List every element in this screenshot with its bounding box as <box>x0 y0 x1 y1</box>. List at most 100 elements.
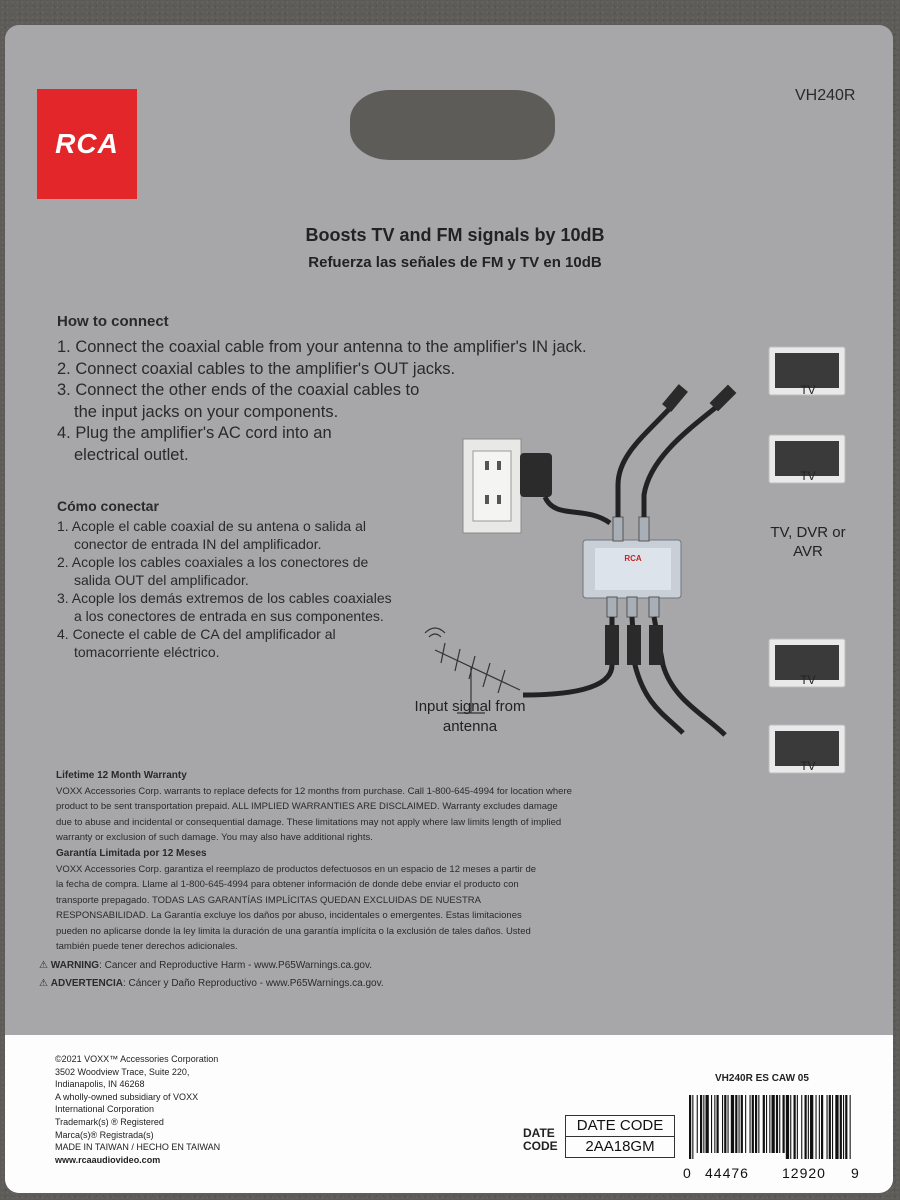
wall-outlet-icon <box>462 438 522 534</box>
warning-es-label: ADVERTENCIA <box>50 978 123 989</box>
barcode-bar <box>815 1095 817 1159</box>
barcode-bar <box>727 1095 729 1153</box>
bottom-coax-cables <box>522 616 727 737</box>
paso-2: 2. Acople los cables coaxiales a los con… <box>57 554 369 588</box>
warranty-en-text: VOXX Accessories Corp. warrants to repla… <box>56 785 572 844</box>
upc-left-digits: 44476 <box>705 1165 749 1181</box>
tv-icon-3 <box>768 638 846 688</box>
barcode-bar <box>700 1095 703 1153</box>
barcode-bar <box>807 1095 809 1159</box>
tv-icon-4 <box>768 724 846 774</box>
upc-barcode <box>689 1095 851 1159</box>
barcode-bar <box>775 1095 779 1153</box>
barcode-bar <box>696 1095 698 1153</box>
subsidiary-line-1: A wholly-owned subsidiary of VOXX <box>55 1091 199 1102</box>
barcode-bar <box>818 1095 820 1159</box>
warning-en: ⚠ WARNING: Cancer and Reproductive Harm … <box>39 960 372 971</box>
barcode-bar <box>714 1095 716 1153</box>
tv-icon-1 <box>768 346 846 396</box>
step-3: 3. Connect the other ends of the coaxial… <box>57 381 420 421</box>
barcode-bar <box>740 1095 743 1153</box>
barcode-bar <box>843 1095 845 1159</box>
warranty-es-text: VOXX Accessories Corp. garantiza el reem… <box>56 863 537 953</box>
barcode-bar <box>689 1095 692 1159</box>
amplifier-brand: RCA <box>624 554 642 563</box>
model-number: VH240R <box>795 87 856 104</box>
date-code-title: DATE CODE <box>576 1117 664 1134</box>
how-to-connect-title: How to connect <box>57 313 169 330</box>
warranty-en-title: Lifetime 12 Month Warranty <box>56 770 187 781</box>
headline-en: Boosts TV and FM signals by 10dB <box>305 225 605 245</box>
warning-triangle-icon: ⚠ <box>39 960 48 971</box>
barcode-bar <box>711 1095 713 1153</box>
address-line-2: Indianapolis, IN 46268 <box>55 1079 145 1090</box>
tv-label-3: TV <box>800 673 816 687</box>
footer-panel: ©2021 VOXX™ Accessories Corporation 3502… <box>5 1035 893 1193</box>
how-to-connect-steps: 1. Connect the coaxial cable from your a… <box>57 337 677 466</box>
upc-right-digits: 12920 <box>782 1165 826 1181</box>
barcode-bar <box>832 1095 834 1159</box>
barcode-bar <box>766 1095 768 1153</box>
como-conectar-title: Cómo conectar <box>57 498 159 514</box>
tv-label-2: TV <box>800 469 816 483</box>
barcode-bar <box>801 1095 803 1159</box>
warranty-en: Lifetime 12 Month Warranty VOXX Accessor… <box>56 768 576 846</box>
step-2: 2. Connect coaxial cables to the amplifi… <box>57 359 456 378</box>
barcode-bar <box>745 1095 747 1153</box>
barcode-bar <box>724 1095 727 1153</box>
amplifier-device-icon: RCA <box>582 516 682 618</box>
barcode-bar <box>755 1095 758 1153</box>
step-4: 4. Plug the amplifier's AC cord into an … <box>57 424 332 464</box>
barcode-bar <box>738 1095 740 1153</box>
address-line-1: 3502 Woodview Trace, Suite 220, <box>55 1066 190 1077</box>
date-code-value: 2AA18GM <box>566 1136 674 1157</box>
barcode-bar <box>692 1095 694 1159</box>
tv-label-1: TV <box>800 383 816 397</box>
barcode-bar <box>835 1095 839 1159</box>
company-info: ©2021 VOXX™ Accessories Corporation 3502… <box>55 1053 220 1166</box>
barcode-bar <box>849 1095 851 1159</box>
barcode-bar <box>703 1095 705 1153</box>
warning-es-text: : Cáncer y Daño Reproductivo - www.P65Wa… <box>122 978 384 989</box>
barcode-bar <box>826 1095 828 1159</box>
barcode-bar <box>751 1095 754 1153</box>
warning-triangle-icon: ⚠ <box>39 978 48 989</box>
connection-diagram: RCA <box>424 346 846 774</box>
barcode-bar <box>705 1095 709 1153</box>
warranty-es-title: Garantía Limitada por 12 Meses <box>56 848 207 859</box>
warning-en-text: : Cancer and Reproductive Harm - www.P65… <box>99 960 372 971</box>
antenna-icon <box>424 627 521 714</box>
barcode-bar <box>716 1095 719 1153</box>
website: www.rcaaudiovideo.com <box>55 1154 161 1165</box>
barcode-bar <box>730 1095 735 1153</box>
barcode-bar <box>785 1095 790 1159</box>
barcode-bar <box>758 1095 760 1153</box>
upc-last-digit: 9 <box>851 1165 859 1181</box>
package-card: RCA VH240R Boosts TV and FM signals by 1… <box>5 25 893 1193</box>
date-code-label: DATE CODE <box>523 1126 558 1153</box>
barcode-bar <box>810 1095 814 1159</box>
barcode-bar <box>749 1095 751 1153</box>
warning-es: ⚠ ADVERTENCIA: Cáncer y Daño Reproductiv… <box>39 978 384 989</box>
made-in-line: MADE IN TAIWAN / HECHO EN TAIWAN <box>55 1142 221 1153</box>
barcode-bar <box>735 1095 738 1153</box>
barcode-bar <box>793 1095 796 1159</box>
upc-first-digit: 0 <box>683 1165 691 1181</box>
barcode-bar <box>821 1095 824 1159</box>
barcode-bar <box>804 1095 807 1159</box>
copyright: ©2021 VOXX™ Accessories Corporation <box>55 1054 219 1064</box>
paso-4: 4. Conecte el cable de CA del amplificad… <box>57 626 336 660</box>
barcode-bar <box>839 1095 842 1159</box>
step-1: 1. Connect the coaxial cable from your a… <box>57 338 587 356</box>
barcode-bar <box>782 1095 785 1153</box>
top-coax-cables <box>615 398 727 517</box>
warranty-es: Garantía Limitada por 12 Meses VOXX Acce… <box>56 846 546 955</box>
barcode-bar <box>828 1095 831 1159</box>
barcode-bar <box>796 1095 798 1159</box>
headline-es: Refuerza las señales de FM y TV en 10dB <box>308 254 602 271</box>
antenna-label: Input signal from antenna <box>414 698 526 735</box>
hang-hole <box>350 90 555 160</box>
marca-line: Marca(s)® Registrada(s) <box>55 1129 154 1140</box>
ac-adapter-icon <box>520 453 612 526</box>
barcode-bar <box>762 1095 765 1153</box>
